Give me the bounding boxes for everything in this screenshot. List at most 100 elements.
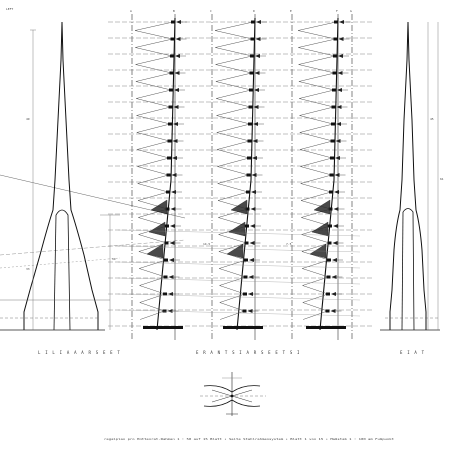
truss-node	[168, 122, 172, 126]
truss-node	[250, 54, 254, 58]
cross-brace	[117, 245, 361, 253]
truss-node	[331, 105, 336, 109]
truss-node	[163, 275, 168, 279]
truss-chord	[156, 17, 176, 331]
node-plate	[335, 139, 341, 143]
node-plate	[249, 241, 255, 245]
truss-node	[243, 292, 247, 296]
node-plate	[334, 173, 340, 177]
detail-section	[200, 372, 266, 416]
node-plate	[333, 224, 338, 228]
truss-node	[334, 20, 338, 24]
truss-node	[244, 258, 248, 262]
axis-tag: E	[290, 9, 292, 13]
truss-node	[245, 207, 250, 211]
truss-node	[245, 224, 249, 228]
truss-node	[249, 88, 253, 92]
truss-node	[329, 173, 334, 177]
cross-brace	[117, 277, 361, 285]
truss-node	[330, 156, 334, 160]
node-plate	[175, 37, 181, 41]
node-plate	[252, 156, 257, 160]
dimension-text: 14	[112, 257, 116, 261]
truss-node	[246, 190, 250, 194]
node-plate	[172, 156, 177, 160]
node-plate	[248, 292, 253, 296]
truss-node	[243, 275, 248, 279]
view-label-left: L I L I A A A R S E E T	[38, 350, 121, 355]
node-plate	[169, 258, 174, 262]
diagonal-reference-line	[0, 257, 121, 269]
left-tower-elevation	[0, 21, 110, 331]
truss-node	[244, 241, 249, 245]
node-plate	[253, 105, 259, 109]
node-plate	[256, 20, 261, 24]
cross-brace	[117, 229, 361, 237]
node-plate	[251, 173, 257, 177]
node-plate	[171, 190, 176, 194]
truss-node	[331, 122, 335, 126]
node-plate	[333, 207, 339, 211]
node-plate	[337, 88, 342, 92]
node-plate	[168, 292, 173, 296]
node-plate	[254, 88, 259, 92]
truss-node	[168, 105, 173, 109]
node-plate	[169, 241, 175, 245]
node-plate	[249, 258, 254, 262]
node-plate	[330, 309, 336, 313]
gusset-plate	[150, 199, 168, 215]
node-plate	[170, 224, 175, 228]
node-plate	[336, 122, 341, 126]
gusset-plate	[311, 221, 329, 237]
gusset-plate	[146, 243, 164, 259]
truss-node	[242, 309, 247, 313]
truss-node	[169, 71, 174, 75]
truss-node	[250, 37, 255, 41]
node-plate	[338, 37, 344, 41]
dimension-text: 61	[440, 177, 444, 181]
truss-node	[249, 71, 254, 75]
node-plate	[335, 156, 340, 160]
axis-tag: D	[253, 9, 255, 13]
corner-label: LEFT	[6, 7, 13, 11]
truss-node	[333, 54, 337, 58]
node-plate	[334, 190, 339, 194]
node-plate	[331, 275, 337, 279]
axis-tag: A	[130, 9, 132, 13]
node-plate	[170, 207, 176, 211]
gusset-plate	[230, 199, 248, 215]
truss-node	[171, 20, 175, 24]
node-plate	[252, 139, 258, 143]
node-plate	[254, 71, 260, 75]
node-plate	[253, 122, 258, 126]
truss-node	[170, 37, 175, 41]
node-plate	[174, 71, 180, 75]
node-plate	[171, 173, 177, 177]
cross-brace	[117, 309, 361, 317]
truss-node	[170, 54, 174, 58]
truss-node	[330, 139, 335, 143]
gusset-plate	[313, 199, 331, 215]
node-plate	[250, 207, 256, 211]
truss-node	[169, 88, 173, 92]
truss-node	[332, 88, 336, 92]
dimension-text: 7.5	[286, 242, 292, 246]
truss-node	[326, 275, 331, 279]
view-label-center: E R A N T S I A R S E E T S I	[196, 350, 301, 355]
base-plate	[223, 326, 263, 329]
truss-node	[247, 156, 251, 160]
node-plate	[339, 20, 344, 24]
truss-node	[251, 20, 255, 24]
node-plate	[255, 54, 260, 58]
node-plate	[173, 105, 179, 109]
truss-node	[329, 190, 333, 194]
dimension-text: 45	[430, 117, 434, 121]
node-plate	[247, 309, 253, 313]
axis-tag: B	[173, 9, 175, 13]
truss-bracing	[297, 21, 337, 320]
truss-node	[246, 173, 251, 177]
node-plate	[250, 224, 255, 228]
node-plate	[175, 54, 180, 58]
truss-node	[162, 309, 167, 313]
